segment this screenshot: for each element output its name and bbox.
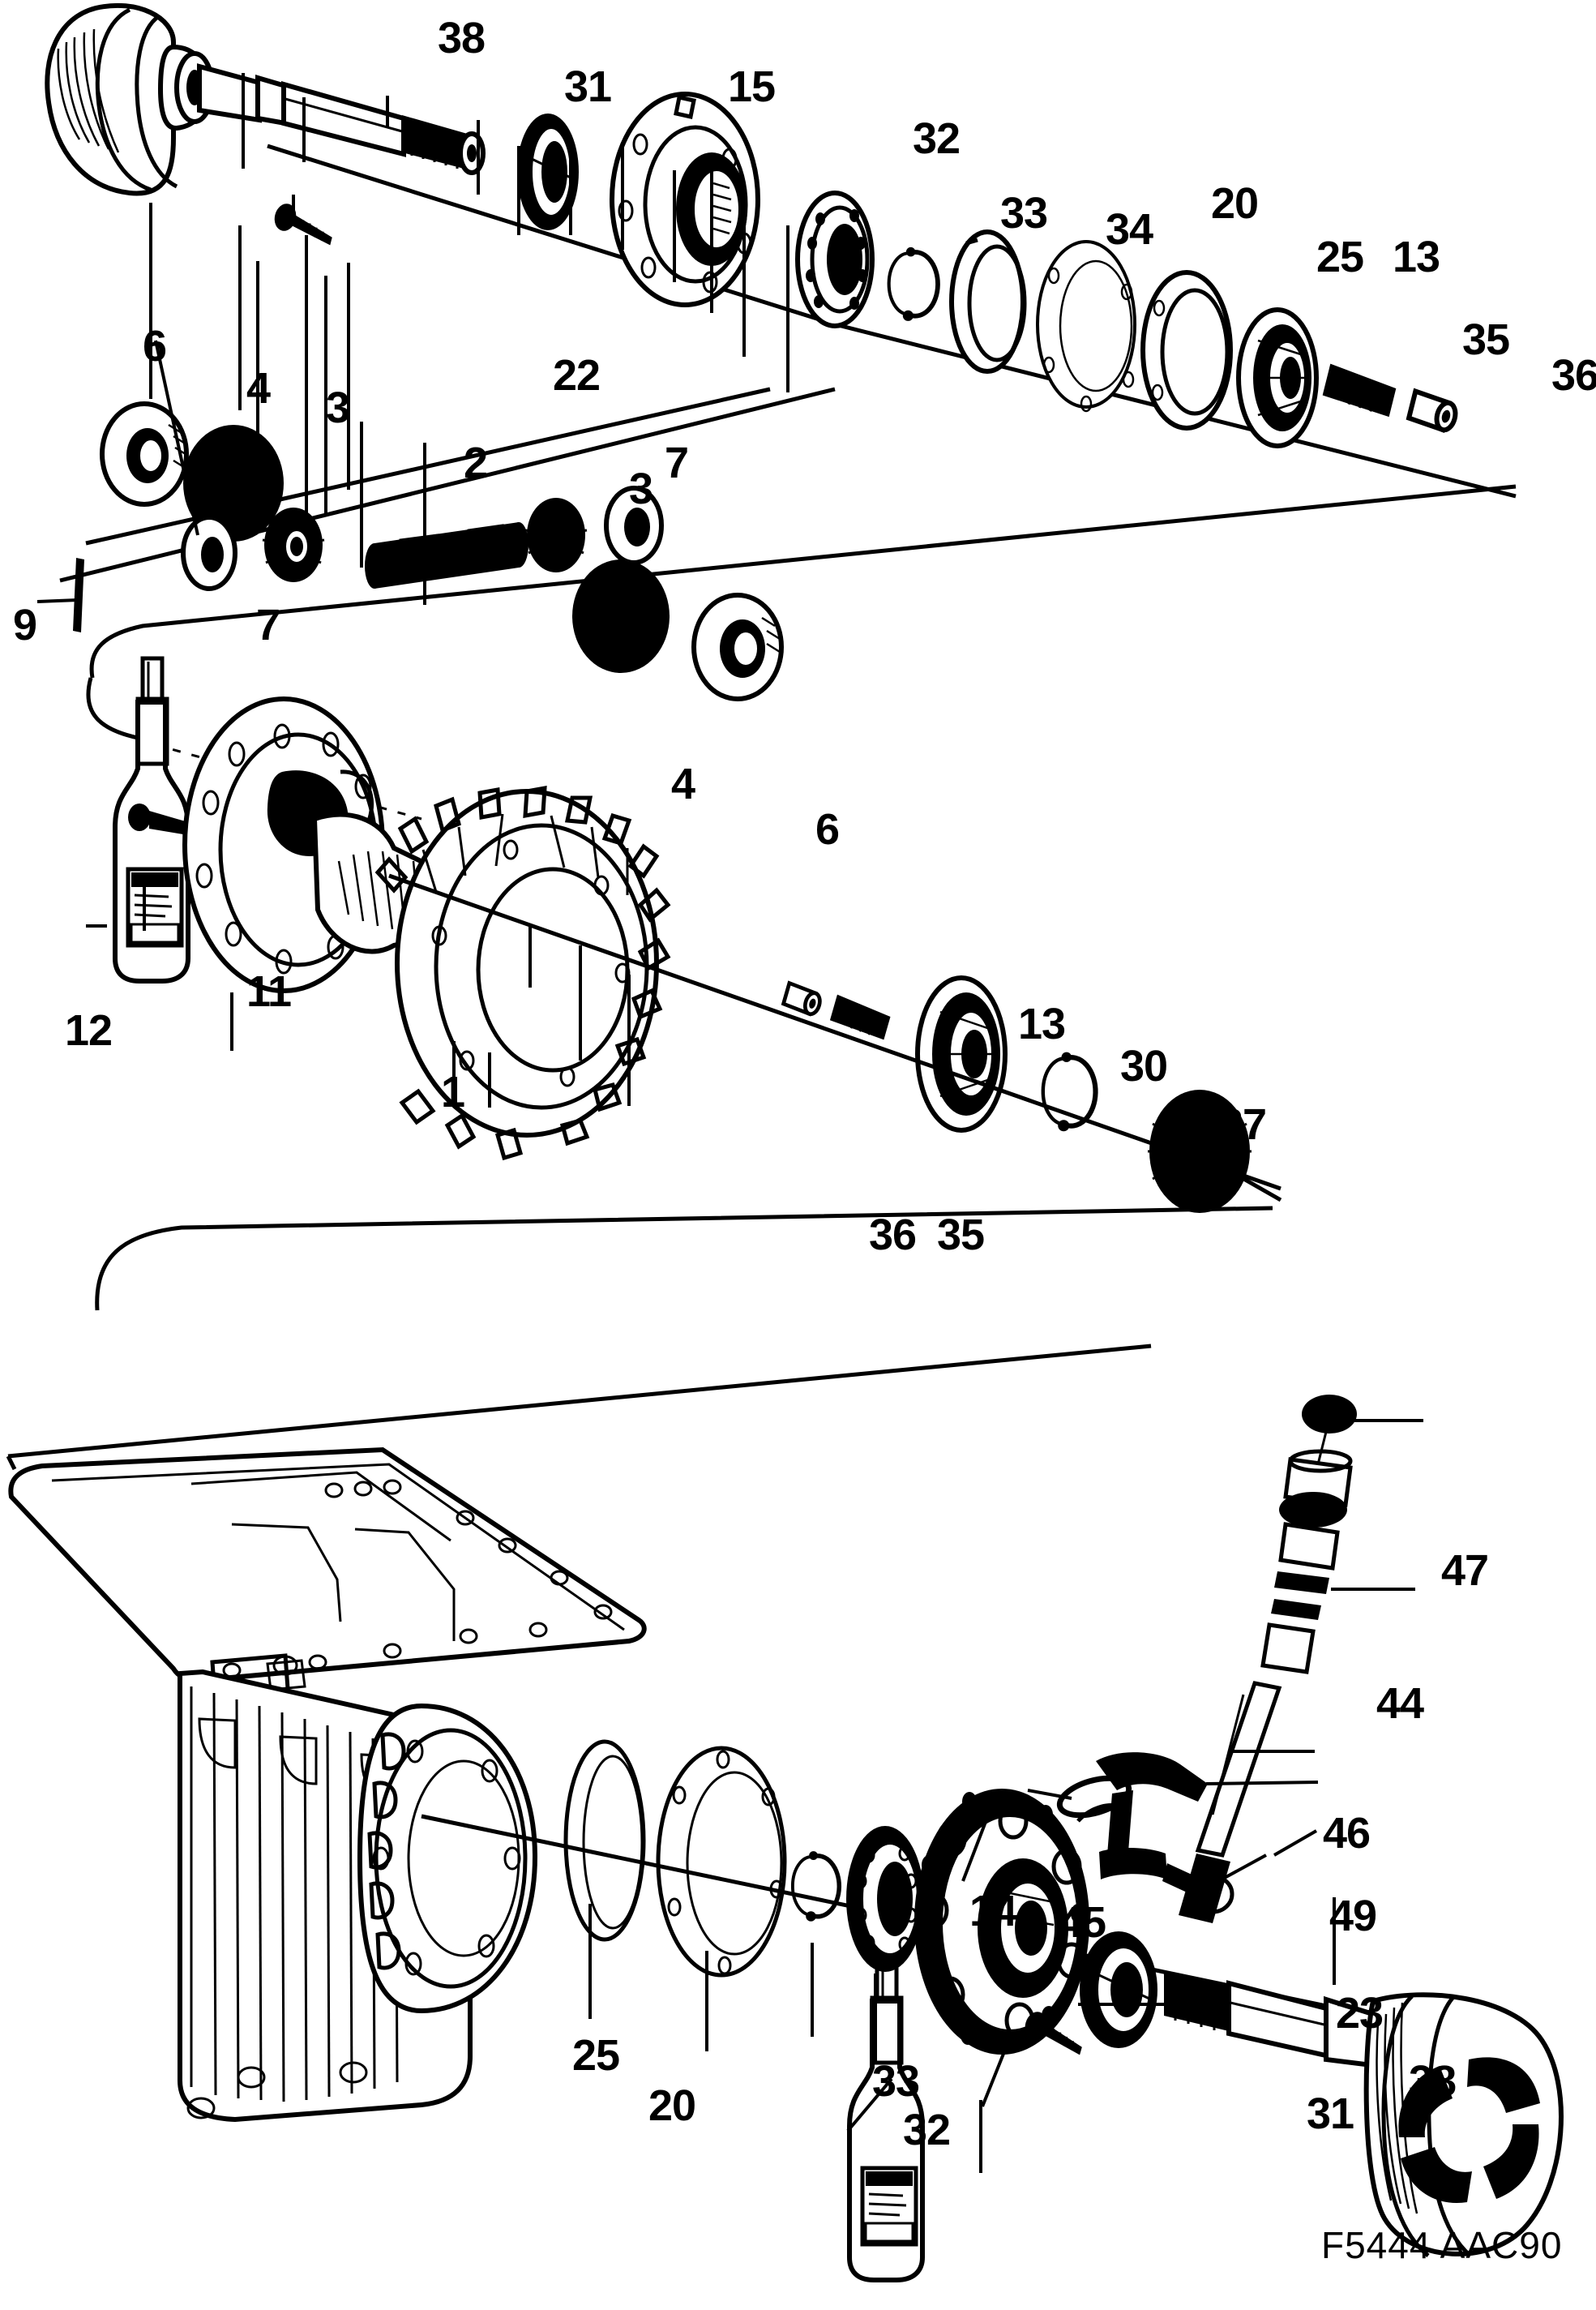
callout-12: 12 [65,1006,113,1055]
callout-36-middle: 36 [869,1211,917,1259]
gasket-lower [656,1746,787,1978]
ball-bearing-upper [795,191,875,328]
callout-25-lower: 25 [572,2031,620,2080]
callout-14: 14 [969,1887,1017,1935]
callout-35-upper: 35 [1462,315,1510,364]
middle-axis-2 [388,873,1282,1191]
ball-bearing-lower [846,1826,924,1972]
pinion-gear-3-left [262,508,325,582]
leader-lines-upper [242,73,789,392]
callout-3-right: 3 [629,465,653,513]
callout-13-upper: 13 [1393,233,1440,281]
drive-flange-hub [610,92,760,307]
bearing-carrier-cap-14 [914,1789,1089,2055]
callout-20-lower: 20 [648,2081,696,2130]
callout-44: 44 [1376,1679,1424,1728]
sweep-bracket-upper [89,484,1517,679]
callout-35-middle: 35 [937,1211,985,1259]
callout-4-lower: 4 [671,760,695,808]
callout-1: 1 [441,1068,465,1116]
roll-pin-9 [36,558,84,632]
callout-47: 47 [1441,1546,1489,1595]
callout-25-upper: 25 [1316,233,1364,281]
callout-15: 15 [728,62,776,111]
gasket-upper [1036,240,1136,413]
callout-31-lower: 31 [1307,2089,1354,2138]
seal-ring-upper [1140,270,1233,431]
callout-7-right: 7 [665,439,689,487]
callout-3-left: 3 [326,384,350,432]
callout-46: 46 [1323,1809,1371,1858]
callout-38-upper: 38 [438,14,486,62]
thrust-washer-6-left [100,401,189,507]
adjuster-screw-upper [1320,362,1400,418]
callout-32-lower: 32 [903,2106,951,2154]
thrust-washer-7-left [181,515,237,591]
callout-4-left: 4 [246,364,271,413]
callout-45: 45 [1059,1898,1106,1947]
speedo-housing-44 [1260,1449,1353,1674]
callout-20-upper: 20 [1211,179,1259,228]
callout-9: 9 [13,601,37,649]
callout-23: 23 [1336,1989,1384,2038]
callout-31-upper: 31 [564,62,612,111]
leader-lines-middle-a [149,203,426,605]
callout-7-left: 7 [256,601,280,649]
lock-nut-middle [783,984,823,1016]
cv-joint-lower [1164,1970,1564,2257]
circlip-lower [793,1851,839,1922]
speedometer-drive-assembly [1179,1395,1357,1923]
seal-ring-lower [563,1739,646,1942]
callout-6-left: 6 [143,322,167,371]
bolt-23-line [1212,1854,1267,1886]
figure-code: F5444 AAC90 [1321,2224,1563,2266]
callout-32-upper: 32 [913,114,961,163]
upper-axis-line [267,144,836,327]
callout-33-lower: 33 [872,2057,920,2106]
callout-30: 30 [1120,1042,1168,1091]
speedo-cap-47 [1302,1395,1357,1465]
thrust-washer-7-right [604,486,664,565]
callout-13-middle: 13 [1018,1000,1066,1048]
bearing-retainer-ring [949,229,1027,374]
callout-2: 2 [464,439,488,487]
thrust-washer-6-lower [691,593,784,701]
retaining-bracket-49 [1076,1752,1234,1914]
circlip-upper [889,247,938,321]
cross-pin-shaft [365,522,528,589]
callout-49: 49 [1329,1892,1377,1940]
leader-lines-lower [588,1419,1423,2183]
callout-6-lower: 6 [815,805,840,854]
transmission-housing [8,1446,647,2123]
sweep-bracket-lower [95,1206,1273,1311]
sweep-bracket-2 [86,677,139,740]
callout-34: 34 [1106,205,1153,254]
pinion-gear-3-right [524,498,588,572]
speedometer-drive-gear-37 [1148,1090,1282,1213]
callout-37: 37 [1219,1100,1267,1149]
callout-36-upper: 36 [1551,351,1596,400]
flange-bolt-upper [270,199,339,246]
lock-nut-upper [1408,392,1459,432]
callout-22-upper: 22 [553,351,601,400]
leader-lines-middle-b [86,885,631,1108]
oil-seal-lower [1080,1931,1157,2048]
o-ring-45 [1056,1775,1132,1819]
tapered-roller-bearing-middle [915,975,1008,1133]
callout-38-lower: 38 [1409,2057,1457,2106]
crown-wheel-ring-gear [374,785,671,1161]
callout-33-upper: 33 [1000,189,1048,238]
lower-sweep-top [7,1344,1152,1459]
tapered-roller-bearing-upper [1236,307,1319,448]
crown-wheel-bolt-11 [128,804,188,835]
side-gear-4-lower [572,559,670,673]
callout-11: 11 [246,967,292,1016]
cv-joint-upper [45,2,486,196]
